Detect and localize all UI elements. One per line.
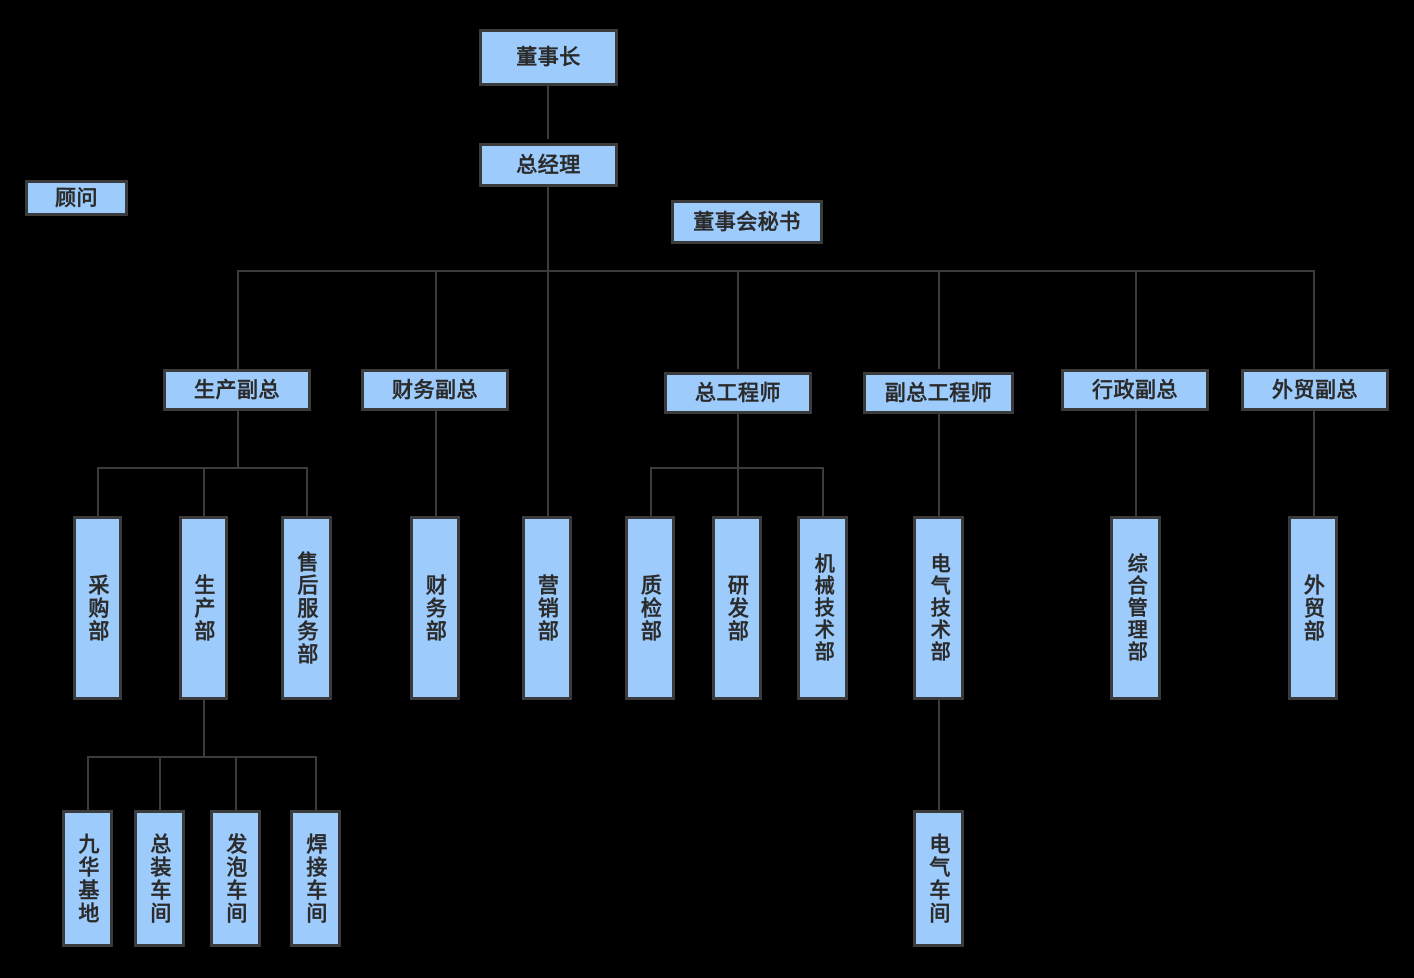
connector-chairman-to-gm: [547, 86, 549, 139]
connector-workshop-bus: [87, 756, 317, 758]
node-deputy-chief-engineer-label: 副总工程师: [884, 380, 993, 405]
node-ws-assembly-label: 总装车间: [147, 832, 172, 925]
connector-bus-to-vp-production: [237, 270, 239, 369]
node-ws-electrical[interactable]: 电气车间: [913, 810, 964, 947]
connector-bus-to-vp-foreign-trade: [1313, 270, 1315, 369]
node-dept-foreign-trade[interactable]: 外贸部: [1288, 516, 1338, 700]
node-chairman[interactable]: 董事长: [479, 29, 618, 86]
connector-vp-production-bus: [97, 467, 308, 469]
node-ws-welding[interactable]: 焊接车间: [290, 810, 341, 947]
node-ws-foaming[interactable]: 发泡车间: [210, 810, 261, 947]
node-dept-marketing-label: 营销部: [535, 573, 560, 643]
node-vp-foreign-trade[interactable]: 外贸副总: [1241, 369, 1389, 411]
node-dept-after-sales[interactable]: 售后服务部: [281, 516, 332, 700]
node-dept-marketing[interactable]: 营销部: [522, 516, 572, 700]
node-vp-production[interactable]: 生产副总: [163, 369, 311, 411]
node-vp-finance-label: 财务副总: [392, 377, 478, 402]
node-dept-after-sales-label: 售后服务部: [294, 550, 319, 666]
node-advisor[interactable]: 顾问: [25, 180, 128, 216]
node-board-secretary-label: 董事会秘书: [693, 209, 801, 234]
node-dept-purchasing-label: 采购部: [85, 573, 110, 643]
connector-deputy-to-dept-elec-tech: [938, 414, 940, 516]
node-dept-mech-tech-label: 机械技术部: [811, 553, 836, 663]
node-dept-finance-label: 财务部: [423, 573, 448, 643]
node-vp-foreign-trade-label: 外贸副总: [1272, 377, 1358, 402]
connector-dept-elec-tech-to-ws-electrical: [938, 700, 940, 810]
connector-bus-to-deputy-chief-engineer: [938, 270, 940, 369]
node-dept-quality[interactable]: 质检部: [625, 516, 675, 700]
node-board-secretary[interactable]: 董事会秘书: [671, 200, 823, 244]
node-chief-engineer-label: 总工程师: [695, 380, 781, 405]
connector-to-dept-quality: [650, 467, 652, 516]
connector-to-ws-foaming: [235, 756, 237, 810]
node-dept-quality-label: 质检部: [638, 573, 663, 643]
connector-to-ws-welding: [315, 756, 317, 810]
node-vp-admin[interactable]: 行政副总: [1061, 369, 1209, 411]
node-vp-admin-label: 行政副总: [1092, 377, 1178, 402]
node-general-manager-label: 总经理: [516, 152, 581, 177]
connector-vp-finance-to-dept-finance: [435, 411, 437, 516]
connector-vp-production-stem: [237, 411, 239, 467]
node-chairman-label: 董事长: [516, 45, 581, 70]
node-ws-foaming-label: 发泡车间: [223, 832, 248, 925]
node-ws-assembly[interactable]: 总装车间: [134, 810, 185, 947]
node-ws-welding-label: 焊接车间: [303, 832, 328, 925]
node-dept-mech-tech[interactable]: 机械技术部: [797, 516, 848, 700]
connector-to-ws-jiuhua-base: [87, 756, 89, 810]
node-dept-elec-tech-label: 电气技术部: [927, 553, 952, 663]
node-deputy-chief-engineer[interactable]: 副总工程师: [863, 372, 1014, 414]
connector-gm-trunk: [547, 187, 549, 516]
connector-to-dept-rnd: [737, 467, 739, 516]
node-dept-rnd-label: 研发部: [725, 573, 750, 643]
node-dept-production-label: 生产部: [191, 573, 216, 643]
node-dept-general-admin-label: 综合管理部: [1124, 553, 1149, 663]
connector-bus-to-chief-engineer: [737, 270, 739, 369]
node-chief-engineer[interactable]: 总工程师: [664, 372, 812, 414]
connector-bus-to-vp-admin: [1135, 270, 1137, 369]
node-ws-jiuhua-base[interactable]: 九华基地: [62, 810, 113, 947]
node-dept-foreign-trade-label: 外贸部: [1301, 573, 1326, 643]
node-dept-production[interactable]: 生产部: [179, 516, 228, 700]
connector-chief-engineer-bus: [650, 467, 822, 469]
node-ws-electrical-label: 电气车间: [926, 832, 951, 925]
node-general-manager[interactable]: 总经理: [479, 143, 618, 187]
connector-chief-engineer-stem: [737, 414, 739, 467]
connector-bus-to-vp-finance: [435, 270, 437, 369]
connector-vp-admin-to-dept-general-admin: [1135, 411, 1137, 516]
node-dept-general-admin[interactable]: 综合管理部: [1110, 516, 1161, 700]
node-dept-elec-tech[interactable]: 电气技术部: [913, 516, 964, 700]
node-dept-rnd[interactable]: 研发部: [712, 516, 762, 700]
node-dept-purchasing[interactable]: 采购部: [73, 516, 122, 700]
node-vp-production-label: 生产副总: [194, 377, 280, 402]
connector-vp-foreign-trade-to-dept: [1313, 411, 1315, 516]
node-ws-jiuhua-base-label: 九华基地: [75, 832, 100, 925]
node-advisor-label: 顾问: [55, 185, 98, 210]
node-dept-finance[interactable]: 财务部: [410, 516, 460, 700]
connector-to-dept-purchasing: [97, 467, 99, 516]
connector-to-dept-mech-tech: [822, 467, 824, 516]
connector-to-dept-after-sales: [306, 467, 308, 516]
connector-to-dept-production: [203, 467, 205, 516]
connector-level2-bus: [237, 270, 1314, 272]
connector-dept-production-stem: [203, 700, 205, 756]
node-vp-finance[interactable]: 财务副总: [361, 369, 509, 411]
connector-to-ws-assembly: [159, 756, 161, 810]
